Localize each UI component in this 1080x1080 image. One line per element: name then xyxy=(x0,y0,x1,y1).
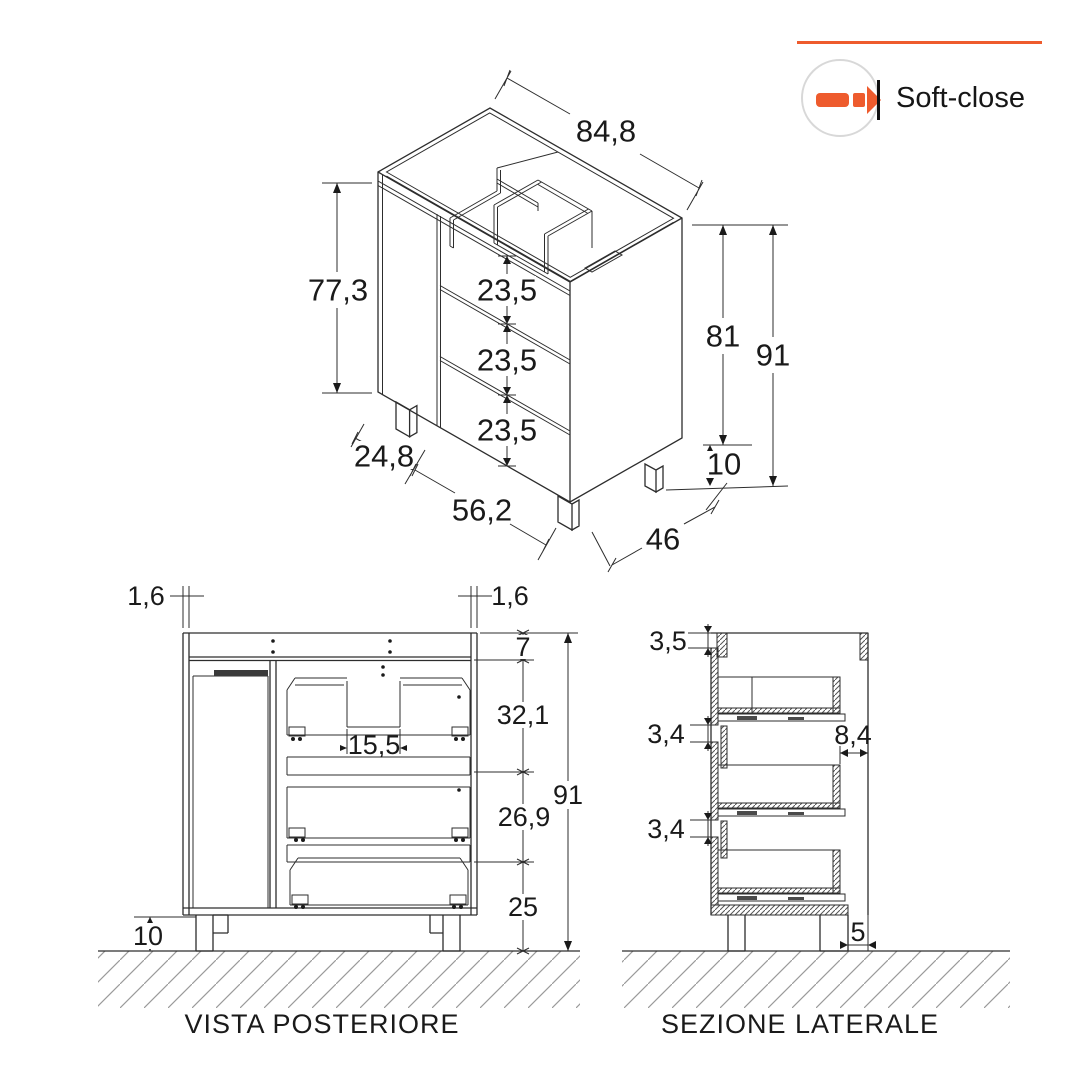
rear-drawer2-back xyxy=(286,786,471,839)
iso-dim-leg-height: 10 xyxy=(707,447,741,482)
iso-dim-front-height: 77,3 xyxy=(308,273,368,308)
side-legs xyxy=(727,915,849,952)
rear-rail-band-1 xyxy=(286,756,471,776)
rear-pin-holes xyxy=(271,639,461,792)
rear-door-panel xyxy=(192,675,269,908)
iso-rim-notch xyxy=(583,250,624,273)
iso-dim-total-height: 91 xyxy=(756,338,790,373)
soft-close-arrow-segment xyxy=(853,93,865,107)
rear-rail-band-2 xyxy=(286,844,471,863)
side-slide-blobs xyxy=(737,716,804,900)
iso-drawer-gap-2 xyxy=(439,356,571,436)
iso-legs xyxy=(395,400,664,532)
side-ground-hatch xyxy=(622,951,1010,1008)
badge-accent-rule xyxy=(797,41,1042,44)
rear-drawer3-back xyxy=(289,857,469,906)
rear-cabinet-frame xyxy=(182,632,478,916)
iso-dim-drawer-1: 23,5 xyxy=(477,273,537,308)
side-dim-back-clearance: 8,4 xyxy=(834,720,872,750)
soft-close-icon xyxy=(801,59,881,137)
iso-dim-drawer-3: 23,5 xyxy=(477,413,537,448)
rear-view-caption: VISTA POSTERIORE xyxy=(184,1009,459,1039)
rear-view: 7 32,1 26,9 25 91 1,6 1,6 15,5 10 VISTA … xyxy=(98,581,586,1039)
iso-dim-height-lines xyxy=(665,224,789,491)
iso-drawer-gap-1 xyxy=(439,285,571,365)
rear-dim-panel-right-lines xyxy=(458,586,492,628)
iso-partition-panel xyxy=(449,151,559,249)
rear-dim-top-rail: 7 xyxy=(515,632,530,662)
side-drawer-slides xyxy=(717,713,846,902)
iso-view: 84,8 77,3 23,5 23,5 23,5 24,8 56,2 46 81… xyxy=(308,69,792,573)
rear-dim-bottom-section: 25 xyxy=(508,892,538,922)
rear-dim-panel-left-lines xyxy=(170,586,204,628)
iso-siphon-box xyxy=(493,179,593,275)
iso-cabinet-outline xyxy=(377,107,683,503)
soft-close-arrow-bar xyxy=(816,93,849,107)
side-dim-leg-inset: 5 xyxy=(850,917,865,947)
iso-dim-drawer-2: 23,5 xyxy=(477,343,537,378)
rear-door-gap-shadow xyxy=(214,670,268,676)
iso-dim-drawers-width-lines xyxy=(411,463,557,561)
iso-door-gap xyxy=(436,214,441,428)
rear-dim-cutout-lines xyxy=(346,729,401,754)
rear-ground-hatch xyxy=(98,951,580,1008)
rear-dim-panel-right: 1,6 xyxy=(491,581,529,611)
iso-top-band xyxy=(377,180,571,296)
rear-dim-leg-height: 10 xyxy=(133,921,163,951)
rear-legs xyxy=(195,914,461,952)
soft-close-stop-bar xyxy=(877,80,880,120)
side-section-view: 3,5 3,4 3,4 8,4 5 SEZIONE LATERALE xyxy=(622,624,1010,1039)
side-section-hatched-parts xyxy=(710,632,869,916)
iso-dim-depth: 46 xyxy=(646,522,680,557)
side-dim-gap-upper: 3,4 xyxy=(647,719,685,749)
iso-dim-door-width: 24,8 xyxy=(354,439,414,474)
side-drawer-boxes xyxy=(717,676,841,894)
iso-dim-width-lines xyxy=(494,69,704,211)
rear-dim-ticks xyxy=(516,629,530,955)
iso-dim-body-height: 81 xyxy=(706,319,740,354)
iso-dim-front-height-lines xyxy=(322,182,372,394)
rear-dim-cutout-width: 15,5 xyxy=(348,730,401,760)
side-cabinet-frame xyxy=(710,632,869,915)
iso-dim-drawers-width: 56,2 xyxy=(452,493,512,528)
rear-dim-ext-lines xyxy=(474,632,578,951)
iso-dim-width: 84,8 xyxy=(576,114,636,149)
rear-drawer-slides xyxy=(288,726,469,909)
iso-dim-depth-lines xyxy=(591,482,728,573)
side-dim-top-thickness: 3,5 xyxy=(649,626,687,656)
side-dim-gap-lower: 3,4 xyxy=(647,814,685,844)
iso-top-rim xyxy=(385,112,675,282)
side-view-caption: SEZIONE LATERALE xyxy=(661,1009,939,1039)
rear-drawer1-back xyxy=(286,677,471,736)
rear-dim-middle-section: 26,9 xyxy=(498,802,551,832)
iso-cross-wall xyxy=(496,178,539,211)
soft-close-label: Soft-close xyxy=(896,82,1025,114)
rear-dim-upper-section: 32,1 xyxy=(497,700,550,730)
rear-dim-total-height: 91 xyxy=(553,780,583,810)
rear-dim-panel-left: 1,6 xyxy=(127,581,165,611)
